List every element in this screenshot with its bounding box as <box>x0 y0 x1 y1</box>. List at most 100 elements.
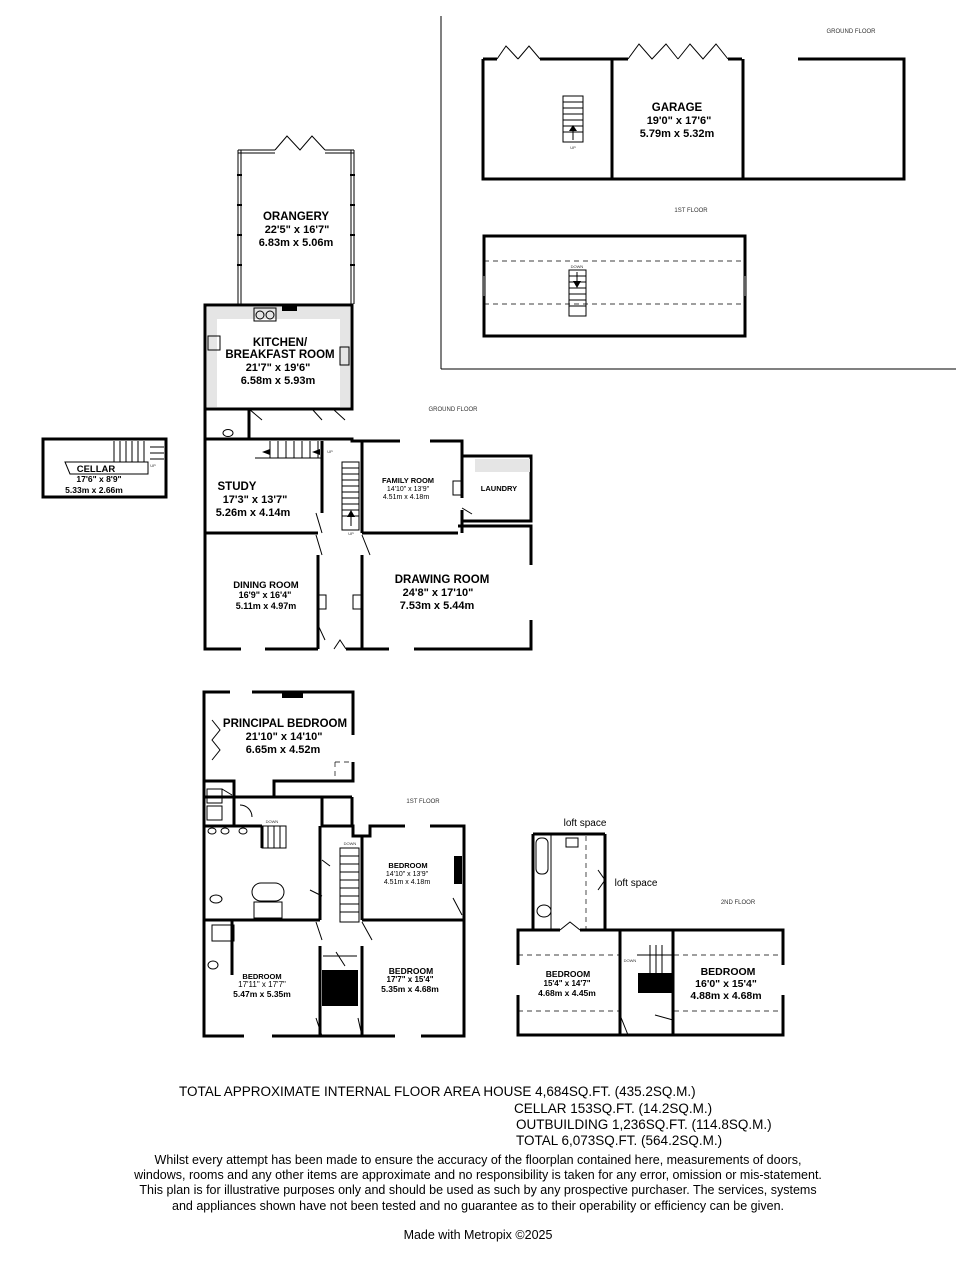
family-room-name: FAMILY ROOM <box>382 476 434 485</box>
outbuilding: GROUND FLOOR UP GARAGE 19'0" x 17'6" 5.7… <box>440 16 956 370</box>
stair-void <box>322 970 358 1006</box>
family-room-dim-metric: 4.51m x 4.18m <box>383 494 429 501</box>
study-dim-imperial: 17'3" x 13'7" <box>223 494 288 506</box>
garage-outer-wall <box>481 57 906 181</box>
drawing-room-dim-imperial: 24'8" x 17'10" <box>403 587 474 599</box>
drawing-room-dim-metric: 7.53m x 5.44m <box>400 600 475 612</box>
outbuilding-area-line: OUTBUILDING 1,236SQ.FT. (114.8SQ.M.) <box>516 1117 772 1132</box>
bedroom-1-dim-metric: 4.51m x 4.18m <box>384 879 430 886</box>
kitchen-name-2: BREAKFAST ROOM <box>225 349 334 361</box>
basin-icon <box>253 901 283 919</box>
level-label: GROUND FLOOR <box>428 407 478 413</box>
hob-icon <box>207 335 221 351</box>
orangery-walls <box>237 135 355 304</box>
second-floor-bath-icon <box>535 837 549 875</box>
bedroom-3-dim-imperial: 17'7" x 15'4" <box>387 975 434 984</box>
house-ground-floor: GROUND FLOOR ORANGERY 22'5" x 16'7" 6.83… <box>41 135 533 651</box>
drawing-fireplace-icon <box>352 594 363 610</box>
second-floor-stairs: DOWN <box>624 945 673 993</box>
grand-total-line: TOTAL 6,073SQ.FT. (564.2SQ.M.) <box>516 1133 723 1148</box>
first-floor-main-stairs: DOWN <box>339 841 360 923</box>
bathtub-icon <box>251 882 285 902</box>
svg-text:DOWN: DOWN <box>571 264 584 269</box>
study-stairs: UP <box>255 441 333 459</box>
dining-room-dim-imperial: 16'9" x 16'4" <box>239 590 292 600</box>
bedroom-2-name: BEDROOM <box>242 972 281 981</box>
shower-icon <box>206 788 223 804</box>
outbuilding-stairs-down: DOWN <box>568 264 587 317</box>
study-dim-metric: 5.26m x 4.14m <box>216 507 291 519</box>
principal-bedroom-dim-imperial: 21'10" x 14'10" <box>246 731 323 743</box>
svg-text:DOWN: DOWN <box>624 958 637 963</box>
house-first-floor: 1ST FLOOR PRINCIPAL BEDROOM 21'10" x 14'… <box>202 690 466 1038</box>
dining-room-dim-metric: 5.11m x 4.97m <box>236 601 297 611</box>
second-floor-outer-wall <box>516 832 785 1037</box>
shower-icon <box>206 805 223 821</box>
house-second-floor: 2ND FLOOR loft space loft space DOWN BED… <box>516 818 785 1037</box>
wc-walls <box>203 407 251 441</box>
house-first-outer-wall <box>202 795 466 1038</box>
toilet-icon <box>209 894 223 904</box>
cellar-dim-metric: 5.33m x 2.66m <box>65 485 123 495</box>
bedroom-2-dim-metric: 5.47m x 5.35m <box>233 989 291 999</box>
ensuite-basin-icon <box>211 924 235 942</box>
bedroom-4-name: BEDROOM <box>546 969 590 979</box>
svg-text:DOWN: DOWN <box>344 841 357 846</box>
kitchen-walls <box>203 303 354 411</box>
family-fireplace-icon <box>452 480 463 496</box>
garage-side-door <box>496 45 541 60</box>
bedroom-3-name: BEDROOM <box>389 966 433 976</box>
level-label: 2ND FLOOR <box>721 900 756 906</box>
floorplan-drawing: GROUND FLOOR UP GARAGE 19'0" x 17'6" 5.7… <box>41 16 956 1038</box>
garage-dim-metric: 5.79m x 5.32m <box>640 128 715 140</box>
svg-text:UP: UP <box>327 449 333 454</box>
svg-text:UP: UP <box>150 463 156 468</box>
disclaimer-text: Whilst every attempt has been made to en… <box>134 1153 822 1213</box>
garage-bifold-doors <box>627 43 729 60</box>
loft-space-label: loft space <box>615 878 658 889</box>
made-with-credit: Made with Metropix ©2025 <box>403 1228 553 1242</box>
bedroom-5-dim-metric: 4.88m x 4.68m <box>690 990 761 1002</box>
kitchen-dim-metric: 6.58m x 5.93m <box>241 375 316 387</box>
main-stairs-up: UP <box>341 461 360 536</box>
total-area-line: TOTAL APPROXIMATE INTERNAL FLOOR AREA HO… <box>179 1084 696 1099</box>
bedroom-3-dim-metric: 5.35m x 4.68m <box>381 984 439 994</box>
dining-room-name: DINING ROOM <box>233 580 299 591</box>
bedroom-2-dim-imperial: 17'11" x 17'7" <box>238 980 286 989</box>
orangery-name: ORANGERY <box>263 211 329 223</box>
bedroom-4-dim-metric: 4.68m x 4.45m <box>538 988 596 998</box>
cellar-dim-imperial: 17'6" x 8'9" <box>76 474 121 484</box>
outbuilding-stairs-up: UP <box>562 95 584 150</box>
orangery-dim-metric: 6.83m x 5.06m <box>259 237 334 249</box>
svg-text:UP: UP <box>348 531 354 536</box>
drawing-room-name: DRAWING ROOM <box>395 574 490 586</box>
bedroom-1-dim-imperial: 14'10" x 13'9" <box>386 871 429 878</box>
cellar-walls <box>41 437 168 499</box>
laundry-name: LAUNDRY <box>481 484 517 493</box>
ensuite-toilet-icon <box>207 960 219 970</box>
cellar-name: CELLAR <box>77 464 116 475</box>
orangery-bifold-doors <box>274 135 326 151</box>
study-name: STUDY <box>218 481 257 493</box>
orangery-dim-imperial: 22'5" x 16'7" <box>265 224 330 236</box>
kitchen-name: KITCHEN/ <box>253 337 308 349</box>
loft-space-label: loft space <box>564 818 607 829</box>
outbuilding-first-floor-outline <box>482 234 747 338</box>
garage-dim-imperial: 19'0" x 17'6" <box>647 115 712 127</box>
level-label: 1ST FLOOR <box>406 799 440 805</box>
dining-fireplace-icon <box>316 594 327 610</box>
cellar-area-line: CELLAR 153SQ.FT. (14.2SQ.M.) <box>514 1101 713 1116</box>
principal-bedroom-dim-metric: 6.65m x 4.52m <box>246 744 321 756</box>
cellar-stairs <box>113 441 164 462</box>
bedroom-5-name: BEDROOM <box>701 966 756 978</box>
wc-toilet-icon <box>222 429 234 437</box>
garage-name: GARAGE <box>652 102 703 114</box>
principal-bedroom-name: PRINCIPAL BEDROOM <box>223 718 347 730</box>
family-room-dim-imperial: 14'10" x 13'9" <box>387 486 430 493</box>
appliance-icon <box>339 346 350 366</box>
svg-text:UP: UP <box>570 145 576 150</box>
bedroom-5-dim-imperial: 16'0" x 15'4" <box>695 978 757 990</box>
level-label: 1ST FLOOR <box>674 208 708 214</box>
svg-text:DOWN: DOWN <box>266 819 279 824</box>
level-label: GROUND FLOOR <box>826 29 876 35</box>
